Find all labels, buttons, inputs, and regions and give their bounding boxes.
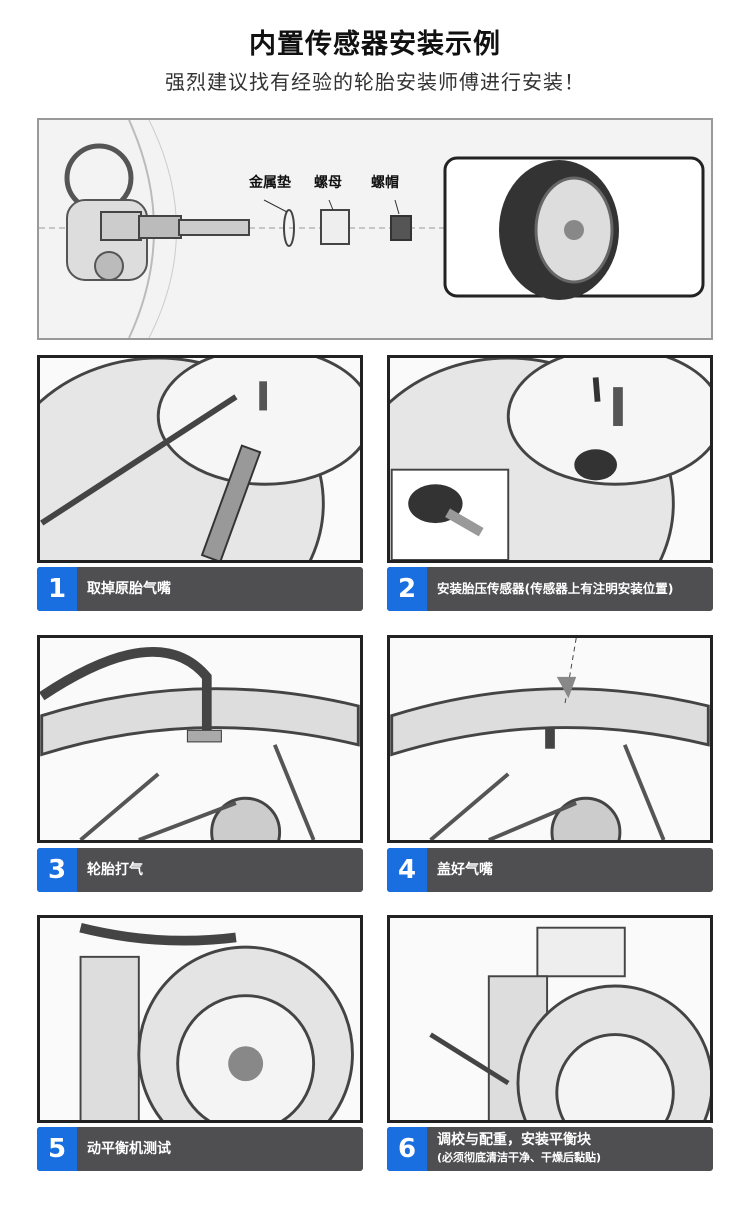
cap-label: 螺帽 — [371, 175, 399, 191]
step-6-illustration — [387, 915, 713, 1123]
step-caption: 取掉原胎气嘴 — [87, 581, 171, 597]
sensor-exploded-illustration — [39, 120, 705, 338]
step-caption: 盖好气嘴 — [437, 862, 493, 878]
step-4-bar: 4 盖好气嘴 — [387, 848, 713, 892]
step-number: 6 — [387, 1127, 427, 1171]
step-2-illustration — [387, 355, 713, 563]
step-2-bar: 2 安装胎压传感器(传感器上有注明安装位置) — [387, 567, 713, 611]
cap-valve-illustration — [390, 638, 710, 840]
step-number: 1 — [37, 567, 77, 611]
step-6-bar: 6 调校与配重，安装平衡块 (必须彻底清洁干净、干燥后黏贴) — [387, 1127, 713, 1171]
step-caption: 安装胎压传感器(传感器上有注明安装位置) — [437, 581, 674, 596]
step-number: 3 — [37, 848, 77, 892]
remove-valve-illustration — [40, 358, 360, 560]
step-5-illustration — [37, 915, 363, 1123]
wheel-weight-illustration — [429, 926, 710, 1120]
step-number: 4 — [387, 848, 427, 892]
washer-label: 金属垫 — [249, 175, 291, 191]
step-caption: 动平衡机测试 — [87, 1141, 171, 1157]
step-caption-note: (必须彻底清洁干净、干燥后黏贴) — [437, 1151, 602, 1164]
step-3-illustration — [37, 635, 363, 843]
inflate-tire-illustration — [40, 647, 360, 840]
step-number: 2 — [387, 567, 427, 611]
page-title: 内置传感器安装示例 — [249, 29, 501, 60]
sensor-parts-diagram: 金属垫 螺母 螺帽 — [37, 118, 713, 340]
step-caption: 轮胎打气 — [87, 862, 143, 878]
step-number: 5 — [37, 1127, 77, 1171]
step-3-bar: 3 轮胎打气 — [37, 848, 363, 892]
balancing-test-illustration — [79, 923, 354, 1120]
step-4-illustration — [387, 635, 713, 843]
step-1-bar: 1 取掉原胎气嘴 — [37, 567, 363, 611]
nut-label: 螺母 — [314, 175, 342, 191]
step-1-illustration — [37, 355, 363, 563]
step-caption: 调校与配重，安装平衡块 (必须彻底清洁干净、干燥后黏贴) — [437, 1131, 601, 1167]
step-5-bar: 5 动平衡机测试 — [37, 1127, 363, 1171]
install-sensor-illustration — [390, 358, 710, 560]
page-subtitle: 强烈建议找有经验的轮胎安装师傅进行安装！ — [165, 70, 585, 94]
step-caption-main: 调校与配重，安装平衡块 — [437, 1132, 591, 1148]
